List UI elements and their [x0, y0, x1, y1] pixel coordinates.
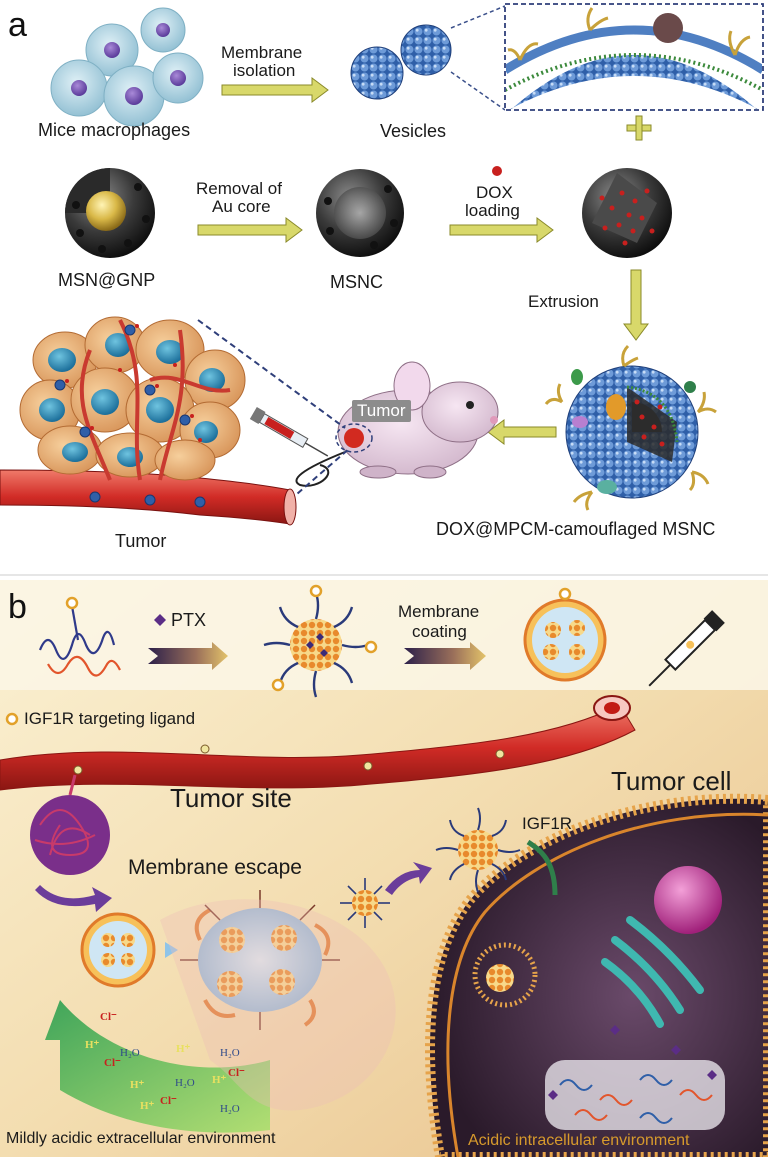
- arrow-injection: [487, 419, 557, 445]
- ion-label: H₂O: [220, 1103, 240, 1115]
- label-tumor: Tumor: [115, 531, 167, 551]
- mouse: [295, 361, 499, 487]
- label-acidic-intracellular: Acidic intracellular environment: [468, 1132, 690, 1149]
- label-removal-2: Au core: [212, 197, 271, 216]
- micelle-receptor: [435, 807, 521, 893]
- ligand-legend-icon: [5, 712, 19, 726]
- camouflaged-msnc-particle: [544, 344, 717, 511]
- label-tumor-tag: Tumor: [352, 400, 411, 422]
- arrow-membrane-coating: [404, 642, 486, 670]
- released-micelles: [180, 890, 340, 1030]
- label-membrane-coating-1: Membrane: [398, 602, 480, 621]
- tumor-cell: [425, 793, 768, 1157]
- label-mice-macrophages: Mice macrophages: [38, 120, 191, 140]
- coated-vesicle-escape: [80, 912, 156, 988]
- syringe-icon: [249, 406, 329, 457]
- ion-label: H⁺: [140, 1100, 155, 1112]
- dox-molecule-icon: [492, 166, 502, 176]
- vesicle-large: [400, 24, 452, 76]
- syringe-b-icon: [648, 610, 725, 687]
- label-dox-1: DOX: [476, 183, 513, 202]
- ion-label: H⁺: [130, 1079, 145, 1091]
- label-membrane-escape: Membrane escape: [128, 856, 302, 879]
- label-dox-2: loading: [465, 201, 520, 220]
- membrane-cluster: [30, 774, 110, 875]
- msnc-particle: [316, 169, 404, 257]
- panel-letter-a: a: [8, 6, 27, 44]
- label-removal-1: Removal of: [196, 179, 282, 198]
- ion-label: Cl⁻: [100, 1011, 117, 1023]
- label-vesicles: Vesicles: [380, 121, 447, 141]
- label-igf1r: IGF1R: [522, 814, 573, 833]
- arrow-membrane-isolation: [221, 77, 329, 103]
- label-membrane-isolation-1: Membrane: [221, 43, 303, 62]
- label-msn-gnp: MSN@GNP: [58, 270, 156, 290]
- blood-vessel: [0, 695, 636, 791]
- label-mild-acidic: Mildly acidic extracellular environment: [6, 1130, 276, 1147]
- arrow-ptx-loading: [148, 642, 228, 670]
- label-ptx: PTX: [171, 610, 207, 630]
- coated-vesicle: [523, 587, 607, 682]
- arrow-dox-loading: [449, 217, 554, 243]
- arrow-removal-au: [197, 217, 303, 243]
- micelle: [263, 584, 378, 698]
- plus-sign: [626, 115, 652, 141]
- label-ligand: IGF1R targeting ligand: [24, 709, 196, 728]
- arrow-to-cell: [385, 862, 432, 895]
- label-final-particle: DOX@MPCM-camouflaged MSNC: [436, 519, 716, 539]
- arrow-escape: [35, 885, 112, 912]
- membrane-zoom-box: [504, 3, 764, 111]
- macrophage-cells: [50, 7, 204, 127]
- vesicle-small: [350, 46, 404, 100]
- panel-letter-b: b: [8, 588, 27, 626]
- label-extrusion: Extrusion: [528, 292, 599, 311]
- green-arrow: [45, 1000, 270, 1133]
- tumor-illustration: [0, 316, 297, 526]
- ion-label: H₂O: [175, 1077, 195, 1089]
- polymer-coil: [38, 596, 121, 677]
- label-tumor-site: Tumor site: [170, 783, 292, 813]
- ion-label: Cl⁻: [104, 1057, 121, 1069]
- ptx-diamond-icon: [154, 614, 166, 626]
- ion-label: H⁺: [212, 1074, 227, 1086]
- igf1r-receptor: [526, 839, 558, 896]
- label-msnc: MSNC: [330, 272, 383, 292]
- msn-gnp-particle: [65, 168, 155, 258]
- arrow-extrusion: [623, 269, 649, 341]
- dox-loaded-msnc: [582, 168, 672, 258]
- label-membrane-coating-2: coating: [412, 622, 467, 641]
- ion-label: H₂O: [120, 1047, 140, 1059]
- label-tumor-cell: Tumor cell: [611, 766, 732, 796]
- ion-label: Cl⁻: [228, 1067, 245, 1079]
- micelle-small: [340, 878, 390, 928]
- ion-label: Cl⁻: [160, 1095, 177, 1107]
- ion-label: H⁺: [176, 1043, 191, 1055]
- ion-label: H₂O: [220, 1047, 240, 1059]
- label-membrane-isolation-2: isolation: [233, 61, 296, 80]
- ion-label: H⁺: [85, 1039, 100, 1051]
